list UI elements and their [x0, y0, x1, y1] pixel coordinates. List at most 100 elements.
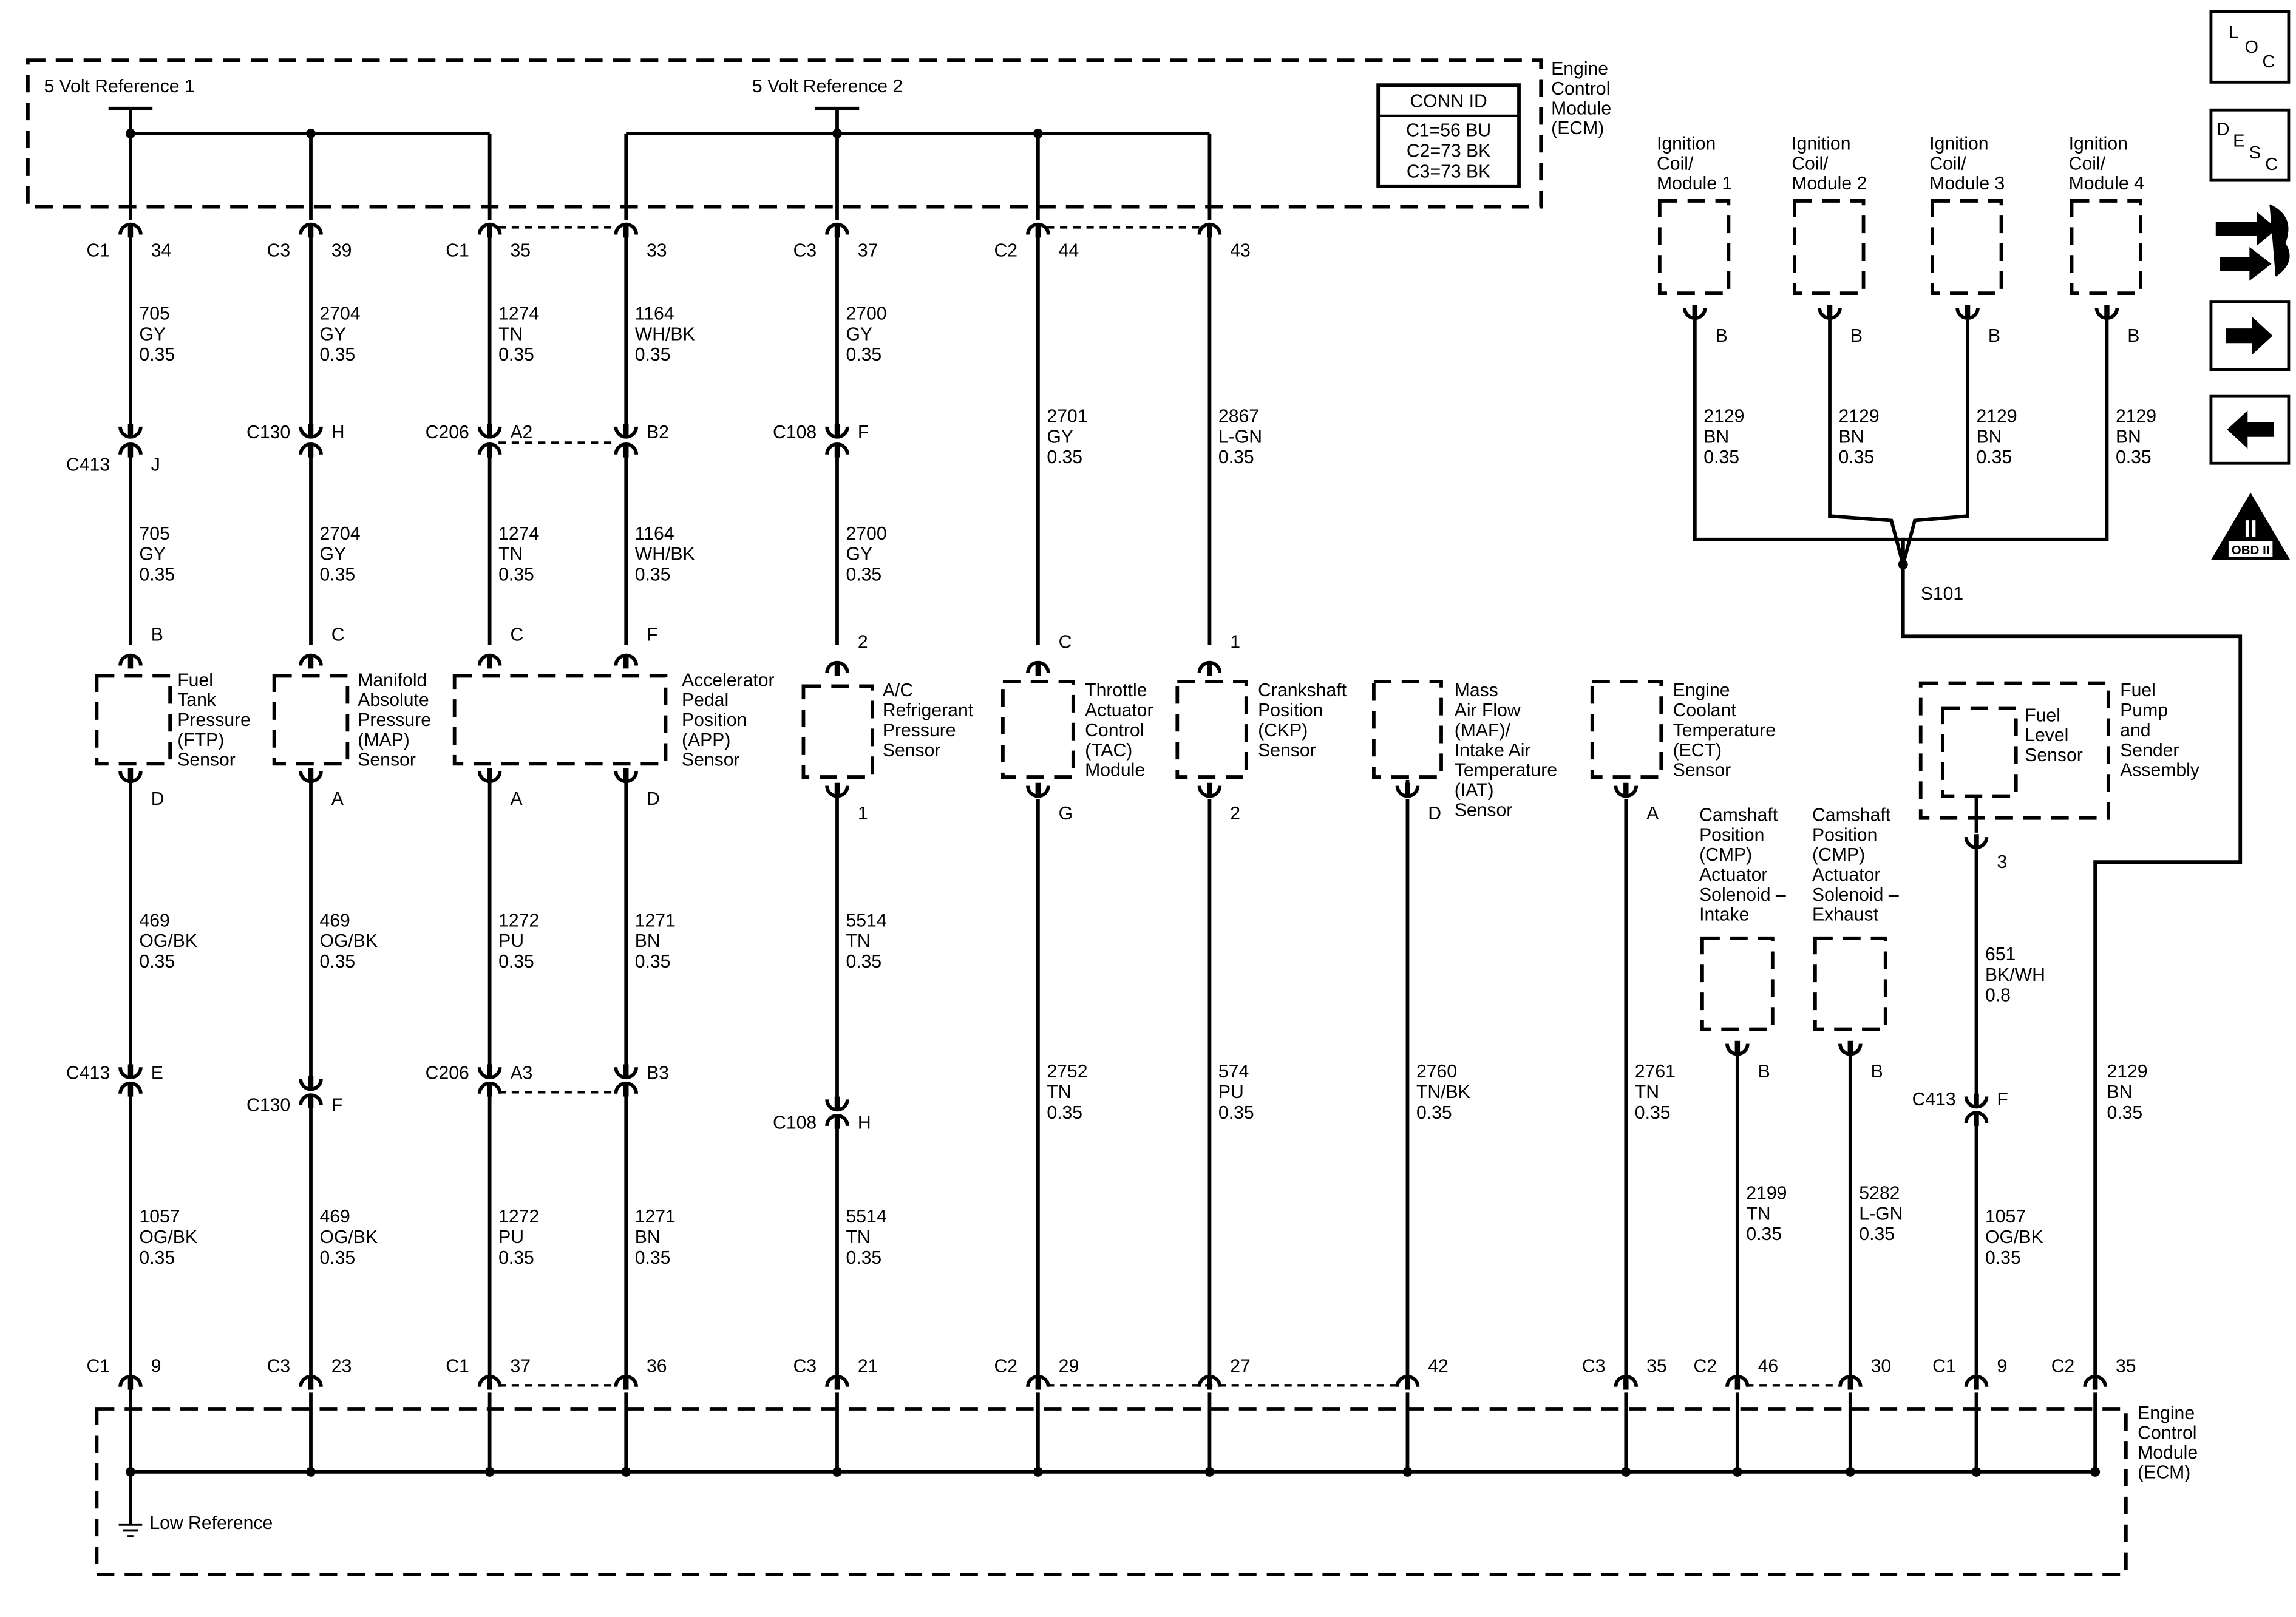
connector-terminal: [299, 771, 323, 784]
connector-terminal: [1026, 222, 1050, 235]
sensor-bottom-pin: D: [647, 789, 660, 809]
connector-terminal: [118, 426, 143, 439]
desc-icon-letter: C: [2265, 155, 2278, 174]
coil-label: Module 4: [2069, 174, 2144, 194]
connector-terminal: [1197, 660, 1222, 673]
lower-wire-a-color: OG/BK: [139, 931, 197, 951]
ecm-bottom-label: Module: [2138, 1443, 2198, 1463]
coil-outline: [1793, 199, 1866, 296]
bottom-pin-conn: C3: [793, 1357, 817, 1377]
sensor-label: Sensor: [682, 750, 740, 770]
sensor-label: Pedal: [682, 690, 729, 710]
ecm-top-label: (ECM): [1551, 118, 1604, 138]
upper-wire-color: TN: [498, 324, 523, 344]
obd-ii-text: OBD II: [2232, 543, 2270, 557]
cmp-label: (CMP): [1812, 845, 1865, 865]
inline-conn-lower: C130: [246, 1096, 290, 1116]
fuel-inline-pin: F: [1997, 1090, 2008, 1110]
coil-wire-color: BN: [2116, 427, 2141, 447]
lower-wire-a-gauge: 0.35: [319, 952, 355, 972]
connector-terminal: [299, 1374, 323, 1387]
connector-terminal: [1838, 1043, 1863, 1056]
sensor-top-pin: 2: [858, 632, 868, 653]
upper-wire-circuit: 1274: [498, 304, 539, 324]
connector-terminal: [614, 1081, 639, 1094]
sensor-label: Sensor: [177, 750, 236, 770]
desc-icon-letter: E: [2233, 132, 2244, 151]
connector-terminal: [825, 785, 849, 798]
bottom-pin-conn: C2: [2051, 1357, 2075, 1377]
connector-terminal: [1964, 1111, 1989, 1124]
upper-wire-color: GY: [846, 324, 872, 344]
connector-terminal: [118, 653, 143, 666]
lower-wire-a-circuit: 469: [319, 910, 350, 931]
bottom-pin-number: 35: [2116, 1357, 2136, 1377]
mid-wire-color: WH/BK: [635, 544, 695, 564]
cmp-wire-circuit: 5282: [1859, 1184, 1900, 1204]
fuel-inline-conn: C413: [1912, 1090, 1956, 1110]
sensor-label: (ECT): [1673, 741, 1722, 761]
bottom-pin-number: 23: [331, 1357, 352, 1377]
top-pin-conn: C2: [994, 241, 1017, 261]
sensor-outline: [1175, 680, 1248, 779]
top-pin-number: 34: [151, 241, 172, 261]
sensor-label: Temperature: [1673, 720, 1776, 741]
sensor-outline: [1372, 680, 1443, 779]
lower-wire-b-gauge: 0.35: [635, 1248, 671, 1268]
coil-wire-color: BN: [1838, 427, 1864, 447]
sensor-label: Sensor: [358, 750, 416, 770]
cmp-pin: B: [1871, 1062, 1883, 1082]
connector-terminal: [1026, 1374, 1050, 1387]
inline-pin-upper: H: [331, 422, 345, 442]
sensor-top-pin: C: [1059, 632, 1072, 653]
cmp-label: Exhaust: [1812, 905, 1879, 925]
loc-icon: [2209, 10, 2291, 84]
connector-terminal: [1818, 308, 1842, 320]
lower-wire-a-gauge: 0.35: [498, 952, 534, 972]
connector-terminal: [614, 653, 639, 666]
connector-terminal: [2094, 308, 2119, 320]
ecm-top-label: Module: [1551, 98, 1611, 118]
mid-wire-color: GY: [139, 544, 166, 564]
connector-terminal: [477, 771, 502, 784]
mid-wire-circuit: 2704: [319, 524, 360, 544]
fuel-wire-upper-circuit: 651: [1985, 944, 2016, 964]
connector-terminal: [1026, 785, 1050, 798]
lower-wire-a-color: OG/BK: [319, 931, 378, 951]
coil-outline: [1931, 199, 2003, 296]
upper-wire-circuit: 2700: [846, 304, 886, 324]
obd-ii-numeral: II: [2244, 516, 2257, 542]
lower-wire-a-gauge: 0.35: [635, 952, 671, 972]
sensor-label: Fuel: [177, 670, 213, 690]
connector-terminal: [825, 1114, 849, 1127]
junction-dot: [1204, 1466, 1215, 1477]
coil-wire-color: BN: [1977, 427, 2002, 447]
sensor-outline: [95, 674, 172, 766]
inline-pin-lower: F: [331, 1096, 342, 1116]
connector-terminal: [1026, 660, 1050, 673]
sensor-label: Control: [1085, 720, 1144, 741]
diagram-lines: [25, 58, 2243, 1576]
sensor-label: (TAC): [1085, 741, 1132, 761]
inline-conn-lower: C206: [426, 1063, 469, 1083]
mid-wire-gauge: 0.35: [635, 564, 671, 585]
connector-terminal: [825, 1374, 849, 1387]
connector-terminal: [1614, 1374, 1639, 1387]
lower-wire-b-color: BN: [635, 1227, 661, 1247]
conn-id-line: C1=56 BU: [1406, 121, 1491, 141]
long-wire-gauge: 0.35: [1635, 1103, 1671, 1123]
coil-label: Module 1: [1657, 174, 1732, 194]
top-pin-conn: C1: [446, 241, 469, 261]
sensor-top-pin: B: [151, 625, 163, 645]
sensor-outline: [801, 684, 874, 779]
connector-terminal: [299, 1079, 323, 1091]
lower-wire-b-circuit: 1271: [635, 1207, 676, 1227]
coil-outline: [1657, 199, 1731, 296]
junction-dot: [125, 128, 135, 138]
ecm-2129-wire-gauge: 0.35: [2107, 1103, 2142, 1123]
desc-icon-letter: D: [2217, 120, 2230, 139]
sensor-label: (IAT): [1455, 780, 1494, 800]
connector-terminal: [477, 1081, 502, 1094]
ground-icon: [118, 1523, 143, 1538]
cmp-label: Camshaft: [1699, 805, 1778, 825]
